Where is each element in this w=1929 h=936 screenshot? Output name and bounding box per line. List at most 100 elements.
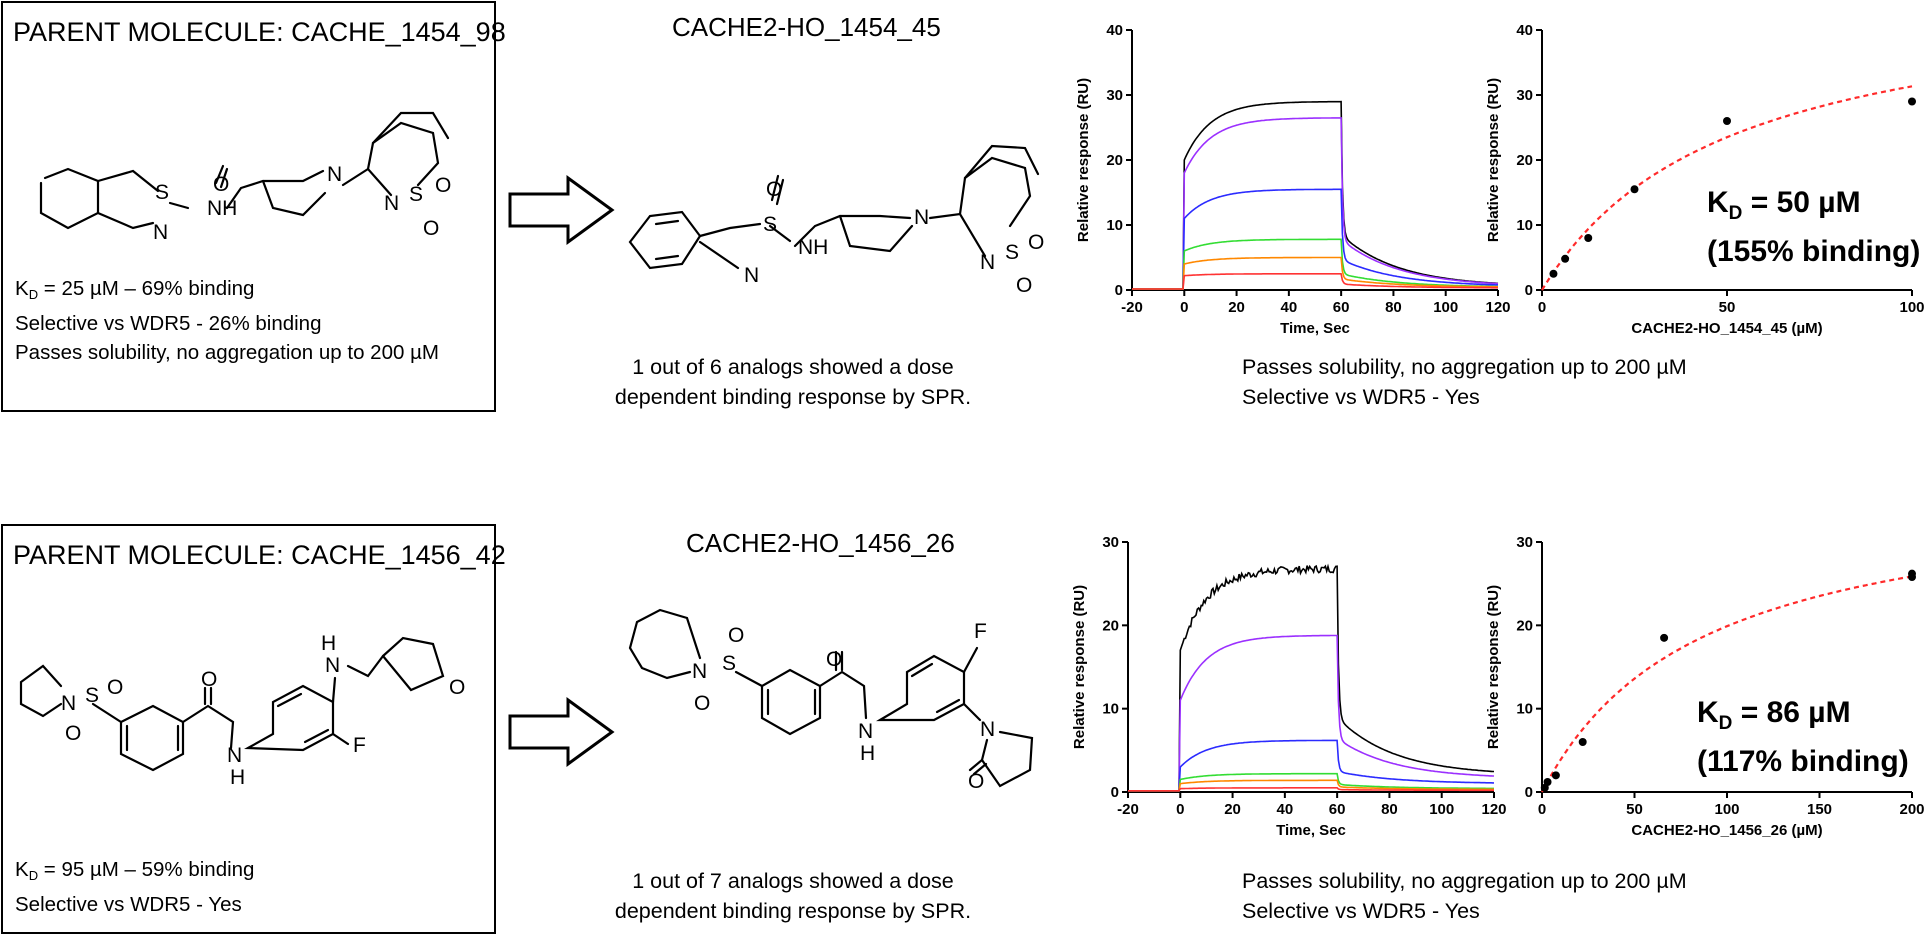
parent-title: PARENT MOLECULE: CACHE_1454_98 — [13, 17, 506, 47]
svg-text:N: N — [744, 264, 759, 287]
svg-text:N: N — [384, 192, 399, 215]
analog-note-2: 1 out of 7 analogs showed a dose depende… — [614, 869, 972, 923]
y-axis-label: Relative response (RU) — [1071, 585, 1088, 749]
svg-text:H: H — [321, 632, 336, 655]
svg-text:O: O — [694, 692, 710, 715]
parent-kd-line: KD = 25 µM – 69% binding — [15, 277, 255, 302]
y-tick-label: 40 — [1106, 22, 1123, 39]
x-tick-label: 0 — [1176, 801, 1184, 818]
svg-text:S: S — [722, 652, 736, 675]
svg-text:S: S — [85, 684, 99, 707]
analog-note-1: 1 out of 6 analogs showed a dose depende… — [614, 355, 972, 409]
y-tick-label: 0 — [1525, 282, 1533, 299]
svg-text:O: O — [423, 217, 439, 240]
svg-text:F: F — [353, 734, 366, 757]
y-tick-label: 20 — [1516, 152, 1533, 169]
svg-text:O: O — [435, 174, 451, 197]
series-line-4 — [1128, 779, 1494, 792]
svg-text:N: N — [692, 660, 707, 683]
x-tick-label: 0 — [1538, 299, 1546, 316]
svg-text:NH: NH — [798, 236, 828, 259]
data-point — [1660, 633, 1669, 642]
svg-text:N: N — [980, 251, 995, 274]
y-tick-label: 20 — [1106, 152, 1123, 169]
data-point — [1584, 234, 1593, 242]
svg-text:O: O — [1016, 274, 1032, 297]
x-tick-label: 80 — [1381, 801, 1398, 818]
y-axis-label: Relative response (RU) — [1485, 78, 1502, 242]
x-tick-label: 100 — [1433, 299, 1458, 316]
data-point — [1908, 573, 1916, 581]
x-tick-label: 150 — [1807, 801, 1832, 818]
svg-text:O: O — [968, 770, 984, 793]
fit-curve — [1541, 85, 1913, 291]
x-tick-label: -20 — [1121, 299, 1143, 316]
x-tick-label: -20 — [1117, 801, 1139, 818]
x-tick-label: 0 — [1180, 299, 1188, 316]
series-line-2 — [1132, 188, 1499, 290]
series-line-3 — [1132, 238, 1498, 290]
svg-text:S: S — [409, 183, 423, 206]
svg-text:F: F — [974, 620, 987, 643]
parent-title: PARENT MOLECULE: CACHE_1456_42 — [13, 540, 506, 570]
x-tick-label: 100 — [1429, 801, 1454, 818]
x-tick-label: 50 — [1719, 299, 1736, 316]
right-arrow-icon — [508, 697, 615, 767]
right-arrow-icon — [508, 175, 615, 245]
series-line-0 — [1132, 100, 1499, 290]
svg-text:O: O — [728, 624, 744, 647]
svg-text:H: H — [230, 766, 245, 789]
y-axis-label: Relative response (RU) — [1075, 78, 1092, 242]
svg-text:O: O — [826, 648, 842, 671]
data-point — [1549, 269, 1558, 278]
series-line-3 — [1128, 772, 1494, 792]
svg-text:H: H — [860, 742, 875, 765]
series-line-2 — [1128, 739, 1494, 792]
svg-text:N: N — [227, 744, 242, 767]
y-tick-label: 10 — [1106, 217, 1123, 234]
svg-text:N: N — [858, 720, 873, 743]
x-axis-label: CACHE2-HO_1456_26 (µM) — [1631, 822, 1822, 839]
y-tick-label: 40 — [1516, 22, 1533, 39]
series-line-1 — [1128, 634, 1494, 792]
x-axis-label: CACHE2-HO_1454_45 (µM) — [1631, 320, 1822, 337]
svg-text:O: O — [449, 676, 465, 699]
y-tick-label: 20 — [1102, 617, 1119, 634]
svg-text:S: S — [1005, 241, 1019, 264]
y-tick-label: 20 — [1516, 617, 1533, 634]
data-point — [1908, 97, 1916, 106]
svg-text:N: N — [153, 221, 168, 244]
series-line-0 — [1128, 563, 1494, 792]
y-tick-label: 30 — [1106, 87, 1123, 104]
svg-text:N: N — [61, 692, 76, 715]
data-point — [1561, 254, 1570, 263]
y-tick-label: 0 — [1525, 784, 1533, 801]
x-tick-label: 60 — [1329, 801, 1346, 818]
series-line-4 — [1132, 256, 1499, 290]
svg-text:O: O — [1028, 231, 1044, 254]
y-tick-label: 0 — [1111, 784, 1119, 801]
x-tick-label: 200 — [1899, 801, 1924, 818]
x-axis-label: Time, Sec — [1276, 822, 1346, 839]
y-tick-label: 0 — [1115, 282, 1123, 299]
parent-properties: KD = 25 µM – 69% binding Selective vs WD… — [15, 274, 439, 367]
x-tick-label: 40 — [1281, 299, 1298, 316]
parent-selectivity: Selective vs WDR5 - 26% binding — [15, 312, 322, 335]
series-line-1 — [1132, 117, 1499, 290]
svg-text:O: O — [107, 676, 123, 699]
analog-result-2: Passes solubility, no aggregation up to … — [1242, 869, 1687, 923]
kd-result-label-1: KD = 50 µM (155% binding) — [1707, 186, 1921, 268]
svg-text:N: N — [327, 163, 342, 186]
svg-text:S: S — [155, 181, 169, 204]
parent-solubility: Passes solubility, no aggregation up to … — [15, 341, 439, 364]
parent-selectivity: Selective vs WDR5 - Yes — [15, 893, 242, 916]
svg-text:S: S — [763, 213, 777, 236]
